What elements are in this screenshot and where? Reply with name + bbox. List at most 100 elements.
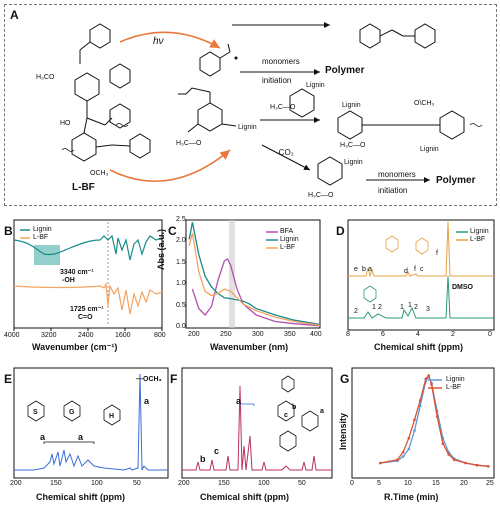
c-legend-lbf: L-BF xyxy=(280,244,296,251)
c-xtick-0: 200 xyxy=(188,331,200,338)
c-ytick-1: 0.5 xyxy=(176,302,186,309)
d-series-lignin xyxy=(348,275,494,319)
g-xtick-3: 15 xyxy=(432,480,440,487)
c-xtick-2: 300 xyxy=(252,331,264,338)
f-label-b-spectrum: b xyxy=(200,454,206,464)
g-xtick-4: 20 xyxy=(460,480,468,487)
scheme-a-drawing xyxy=(61,22,483,186)
d-peak-top-3: d xyxy=(404,268,408,275)
c-ytick-5: 2.5 xyxy=(176,216,186,223)
panel-letter-c: C xyxy=(168,224,177,238)
c-xtick-1: 250 xyxy=(220,331,232,338)
polymer-label-1: Polymer xyxy=(325,65,365,76)
initiation-label-2: initiation xyxy=(378,186,408,195)
g-point-l-bf-3 xyxy=(407,436,411,440)
chart-e xyxy=(13,367,169,479)
g-point-l-bf-9 xyxy=(435,415,439,418)
d-peak-top-6: f xyxy=(436,250,438,257)
c-ylabel: Abs (a.u.) xyxy=(156,228,166,270)
h3co-label-b: H₃C—O xyxy=(176,140,202,147)
c-ytick-3: 1.5 xyxy=(176,259,186,266)
f-xtick-0: 200 xyxy=(178,480,190,487)
h3co-label-e: H₃C—O xyxy=(340,142,366,149)
panel-letter-e: E xyxy=(4,372,13,386)
g-legend-lignin: Lignin xyxy=(446,376,465,383)
e-unit-g: G xyxy=(69,409,75,416)
b-xticks xyxy=(13,328,163,331)
e-xtick-2: 100 xyxy=(91,480,103,487)
chart-c xyxy=(185,219,321,329)
ch3-o-label: O\CH₃ xyxy=(414,100,435,107)
h3co-label-d: H₃C—O xyxy=(308,192,334,199)
c-xtick-4: 400 xyxy=(310,331,322,338)
e-xtick-1: 150 xyxy=(50,480,62,487)
e-xlabel: Chemical shift (ppm) xyxy=(36,492,126,502)
e-peak-a-2: a xyxy=(144,396,150,406)
e-unit-h: H xyxy=(109,413,115,420)
g-xtick-2: 10 xyxy=(404,480,412,487)
panel-letter-f: F xyxy=(170,372,178,386)
c-series-bfa xyxy=(191,257,321,327)
chart-b xyxy=(13,219,163,331)
d-legend-lignin: Lignin xyxy=(470,228,489,235)
c-legend-lignin: Lignin xyxy=(280,236,299,243)
g-point-l-bf-0 xyxy=(379,461,382,465)
g-point-l-bf-7 xyxy=(427,374,430,377)
d-xtick-2: 4 xyxy=(416,331,420,338)
g-xtick-1: 5 xyxy=(377,480,381,487)
d-peak-top-4: f xyxy=(414,266,416,273)
c-legend-bfa: BFA xyxy=(280,228,294,235)
g-point-lignin-2 xyxy=(401,455,405,458)
g-point-l-bf-2 xyxy=(401,450,405,454)
c-xlabel: Wavenumber (nm) xyxy=(210,342,289,352)
d-series-lbf xyxy=(348,221,494,278)
minus-co2-label: -CO₂ xyxy=(276,148,294,157)
f-xtick-2: 100 xyxy=(258,480,270,487)
g-point-l-bf-13 xyxy=(464,461,467,465)
d-legend-lbf: L-BF xyxy=(470,236,486,243)
f-series-spectrum xyxy=(182,385,332,471)
f-label-a-spectrum: a xyxy=(236,396,242,406)
b-ann-oh-group: -OH xyxy=(62,277,75,284)
g-series-l-bf xyxy=(380,374,489,467)
e-peak-a-0: a xyxy=(40,432,46,442)
d-peak-top-5: c xyxy=(420,266,424,273)
b-legend-lignin: Lignin xyxy=(33,226,52,233)
d-xtick-4: 0 xyxy=(488,331,492,338)
g-point-lignin-4 xyxy=(413,429,416,432)
e-peak-a-1: a xyxy=(78,432,84,442)
c-ytick-2: 1.0 xyxy=(176,280,186,287)
e-series-spectrum xyxy=(14,373,168,471)
hv-arrow-top xyxy=(119,31,221,49)
monomers-label-2: monomers xyxy=(378,170,416,179)
lignin-oxy-radical xyxy=(289,88,315,118)
b-ann-oh-wavenumber: 3340 cm⁻¹ xyxy=(60,269,94,276)
f-xlabel: Chemical shift (ppm) xyxy=(200,492,290,502)
d-peak-bottom-0: 2 xyxy=(354,308,358,315)
h3co-label-a: H₃CO xyxy=(36,74,55,81)
chart-f xyxy=(181,367,333,479)
d-peak-bottom-6: 3 xyxy=(426,306,430,313)
f-xtick-1: 150 xyxy=(218,480,230,487)
b-xtick-3: 1600 xyxy=(115,332,131,339)
lignin-dimer xyxy=(337,110,483,140)
g-point-l-bf-5 xyxy=(418,399,422,402)
b-ann-co-wavenumber: 1725 cm⁻¹ xyxy=(70,306,104,313)
panel-letter-a: A xyxy=(10,8,19,22)
d-molecule-bottom xyxy=(363,285,377,303)
g-point-l-bf-1 xyxy=(396,458,399,462)
f-label-c-spectrum: c xyxy=(214,446,220,456)
e-unit-s: S xyxy=(33,409,38,416)
d-xlabel: Chemical shift (ppm) xyxy=(374,342,464,352)
c-series-lignin xyxy=(188,222,321,326)
lignin-bottom-radical xyxy=(317,156,343,186)
f-xtick-3: 50 xyxy=(298,480,306,487)
f-label-c-structure: c xyxy=(284,412,288,419)
g-point-l-bf-12 xyxy=(452,458,456,462)
b-xtick-1: 3200 xyxy=(41,332,57,339)
e-xtick-3: 50 xyxy=(133,480,141,487)
initiation-label-1: initiation xyxy=(262,76,292,85)
g-ylabel: Intensity xyxy=(338,412,348,450)
lignin-label-b: Lignin xyxy=(306,82,325,89)
f-label-b-structure: b xyxy=(292,404,297,411)
